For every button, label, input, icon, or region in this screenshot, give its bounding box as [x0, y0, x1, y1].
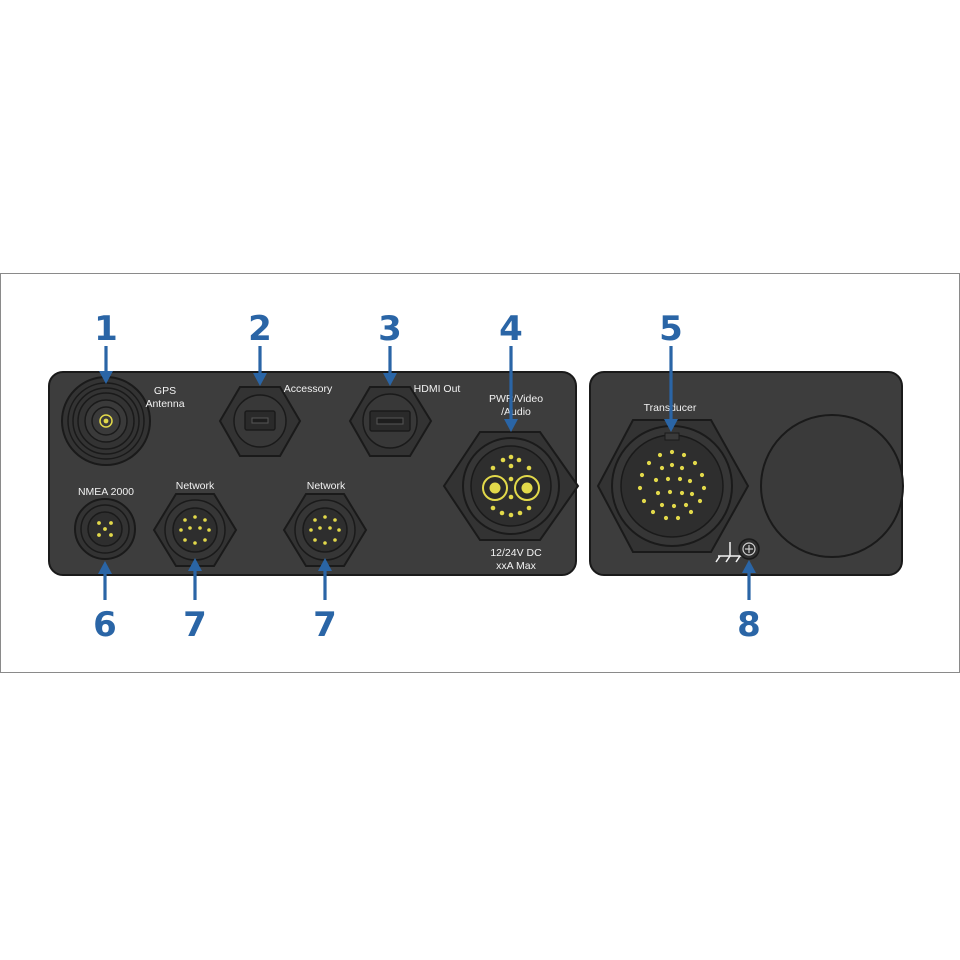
- callout-arrow-4: [504, 346, 518, 432]
- callout-number-6: 6: [93, 605, 117, 645]
- gps-label-line1: GPS: [154, 385, 176, 397]
- power-video-audio-connector: [442, 431, 580, 541]
- callout-arrow-5: [664, 346, 678, 432]
- callout-number-3: 3: [378, 309, 402, 349]
- callout-number-4: 4: [499, 309, 523, 349]
- hdmi-label: HDMI Out: [414, 383, 461, 395]
- callout-number-7b: 7: [313, 605, 337, 645]
- dc-label-line1: 12/24V DC: [490, 547, 542, 559]
- callout-number-8: 8: [737, 605, 761, 645]
- ground-screw-icon: [738, 538, 760, 560]
- callout-arrow-8: [742, 560, 756, 600]
- callout-arrow-1: [99, 346, 113, 384]
- pwr-label-line2: /Audio: [501, 406, 531, 418]
- accessory-connector: [218, 386, 302, 457]
- hdmi-out-connector: [348, 386, 433, 457]
- gps-label-line2: Antenna: [145, 398, 184, 410]
- nmea-label: NMEA 2000: [78, 486, 134, 498]
- dc-label-line2: xxA Max: [496, 560, 536, 572]
- network-label-b: Network: [307, 480, 346, 492]
- network-label-a: Network: [176, 480, 215, 492]
- callout-arrow-7b: [318, 558, 332, 600]
- callout-arrow-6: [98, 561, 112, 600]
- callout-number-5: 5: [659, 309, 683, 349]
- transducer-connector: [596, 419, 750, 553]
- nmea-2000-connector: [74, 498, 136, 560]
- callout-arrow-7a: [188, 558, 202, 600]
- callout-arrow-2: [253, 346, 267, 386]
- network-connector-b: [282, 493, 368, 567]
- ground-symbol-icon: [715, 542, 742, 563]
- blanking-cap: [760, 414, 904, 558]
- network-connector-a: [152, 493, 238, 567]
- gps-antenna-connector: [61, 376, 151, 466]
- callout-number-1: 1: [94, 309, 118, 349]
- callout-number-7a: 7: [183, 605, 207, 645]
- pwr-label-line1: PWR/Video: [489, 393, 543, 405]
- callout-arrow-3: [383, 346, 397, 386]
- accessory-label: Accessory: [284, 383, 333, 395]
- callout-number-2: 2: [248, 309, 272, 349]
